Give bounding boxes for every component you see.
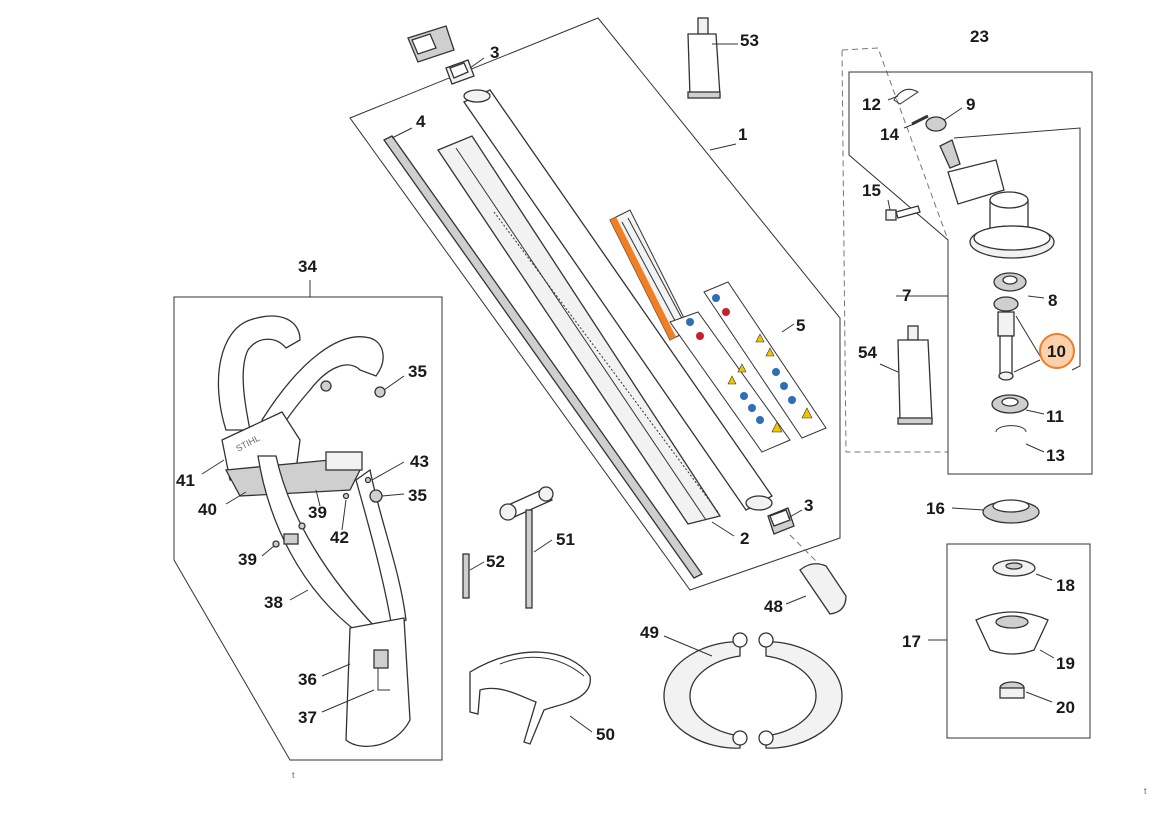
label-part-20: 20 [1056,698,1075,717]
label-part-50: 50 [596,725,615,744]
label-part-39: 39 [308,503,327,522]
pin-14 [911,114,929,126]
safety-glasses-50 [469,651,591,745]
label-part-7: 7 [902,286,911,305]
label-part-3: 3 [490,43,499,62]
label-part-36: 36 [298,670,317,689]
shaft-liner [437,135,722,525]
label-part-48: 48 [764,597,783,616]
label-part-10: 10 [1047,342,1066,361]
shaft-group-frame [349,17,841,591]
label-part-35-lower: 35 [408,486,427,505]
gearhead-group-frame [848,71,1093,475]
label-part-14: 14 [880,125,899,144]
combination-wrench-51 [499,486,554,609]
label-part-23: 23 [970,27,989,46]
circlip-13 [995,425,1027,433]
label-part-4: 4 [416,112,426,131]
bushing-top [445,59,475,85]
label-part-42: 42 [330,528,349,547]
highlight-part-10 [1039,333,1075,369]
label-part-35: 35 [408,362,427,381]
part-labels: 3 4 1 53 5 2 3 48 23 12 9 14 15 7 8 10 5… [176,27,1147,796]
label-part-18: 18 [1056,576,1075,595]
label-part-37: 37 [298,708,317,727]
label-part-43: 43 [410,452,429,471]
cap-48 [799,563,847,615]
grease-tube-54 [897,325,933,425]
bearing-9 [925,116,947,132]
label-part-15: 15 [862,181,881,200]
gearhead-body [939,139,1055,259]
label-part-3-lower: 3 [804,496,813,515]
grease-tube-53 [687,17,721,99]
washer-18 [992,559,1036,577]
label-part-1: 1 [738,125,747,144]
label-part-41: 41 [176,471,195,490]
label-part-19: 19 [1056,654,1075,673]
output-shaft-10 [993,296,1019,381]
cup-19 [975,611,1049,655]
gearhead-dashed-outline [841,47,949,453]
locking-pin-52 [462,553,470,599]
corner-mark-left: t [292,770,295,780]
label-part-53: 53 [740,31,759,50]
label-part-38: 38 [264,593,283,612]
label-part-5: 5 [796,316,805,335]
corner-mark-right: t [1144,786,1147,796]
screw-15 [885,205,921,221]
label-part-8: 8 [1048,291,1057,310]
label-part-49: 49 [640,623,659,642]
guard-49 [663,632,843,749]
nut-20 [999,681,1025,699]
decal-sheet [669,281,827,453]
harness: STIHL [217,315,411,747]
label-part-39-left: 39 [238,550,257,569]
label-part-34: 34 [298,257,317,276]
bearing-8 [993,272,1027,292]
circlip-12 [893,88,919,105]
harness-group-frame [173,296,443,761]
thrust-plate-16 [982,499,1040,524]
label-part-12: 12 [862,95,881,114]
label-part-51: 51 [556,530,575,549]
label-part-11: 11 [1046,407,1064,426]
label-part-13: 13 [1046,446,1065,465]
label-strip-orange [609,209,691,341]
drive-shaft-rod [383,135,703,579]
mount-group-frame [946,543,1091,739]
label-part-16: 16 [926,499,945,518]
label-part-54: 54 [858,343,877,362]
bearing-11 [991,394,1029,414]
leader-lines [201,43,1081,733]
label-part-52: 52 [486,552,505,571]
label-part-2: 2 [740,529,749,548]
shaft-boot [407,25,455,63]
label-part-9: 9 [966,95,975,114]
label-part-17: 17 [902,632,921,651]
bushing-bottom [767,507,795,535]
label-part-40: 40 [198,500,217,519]
